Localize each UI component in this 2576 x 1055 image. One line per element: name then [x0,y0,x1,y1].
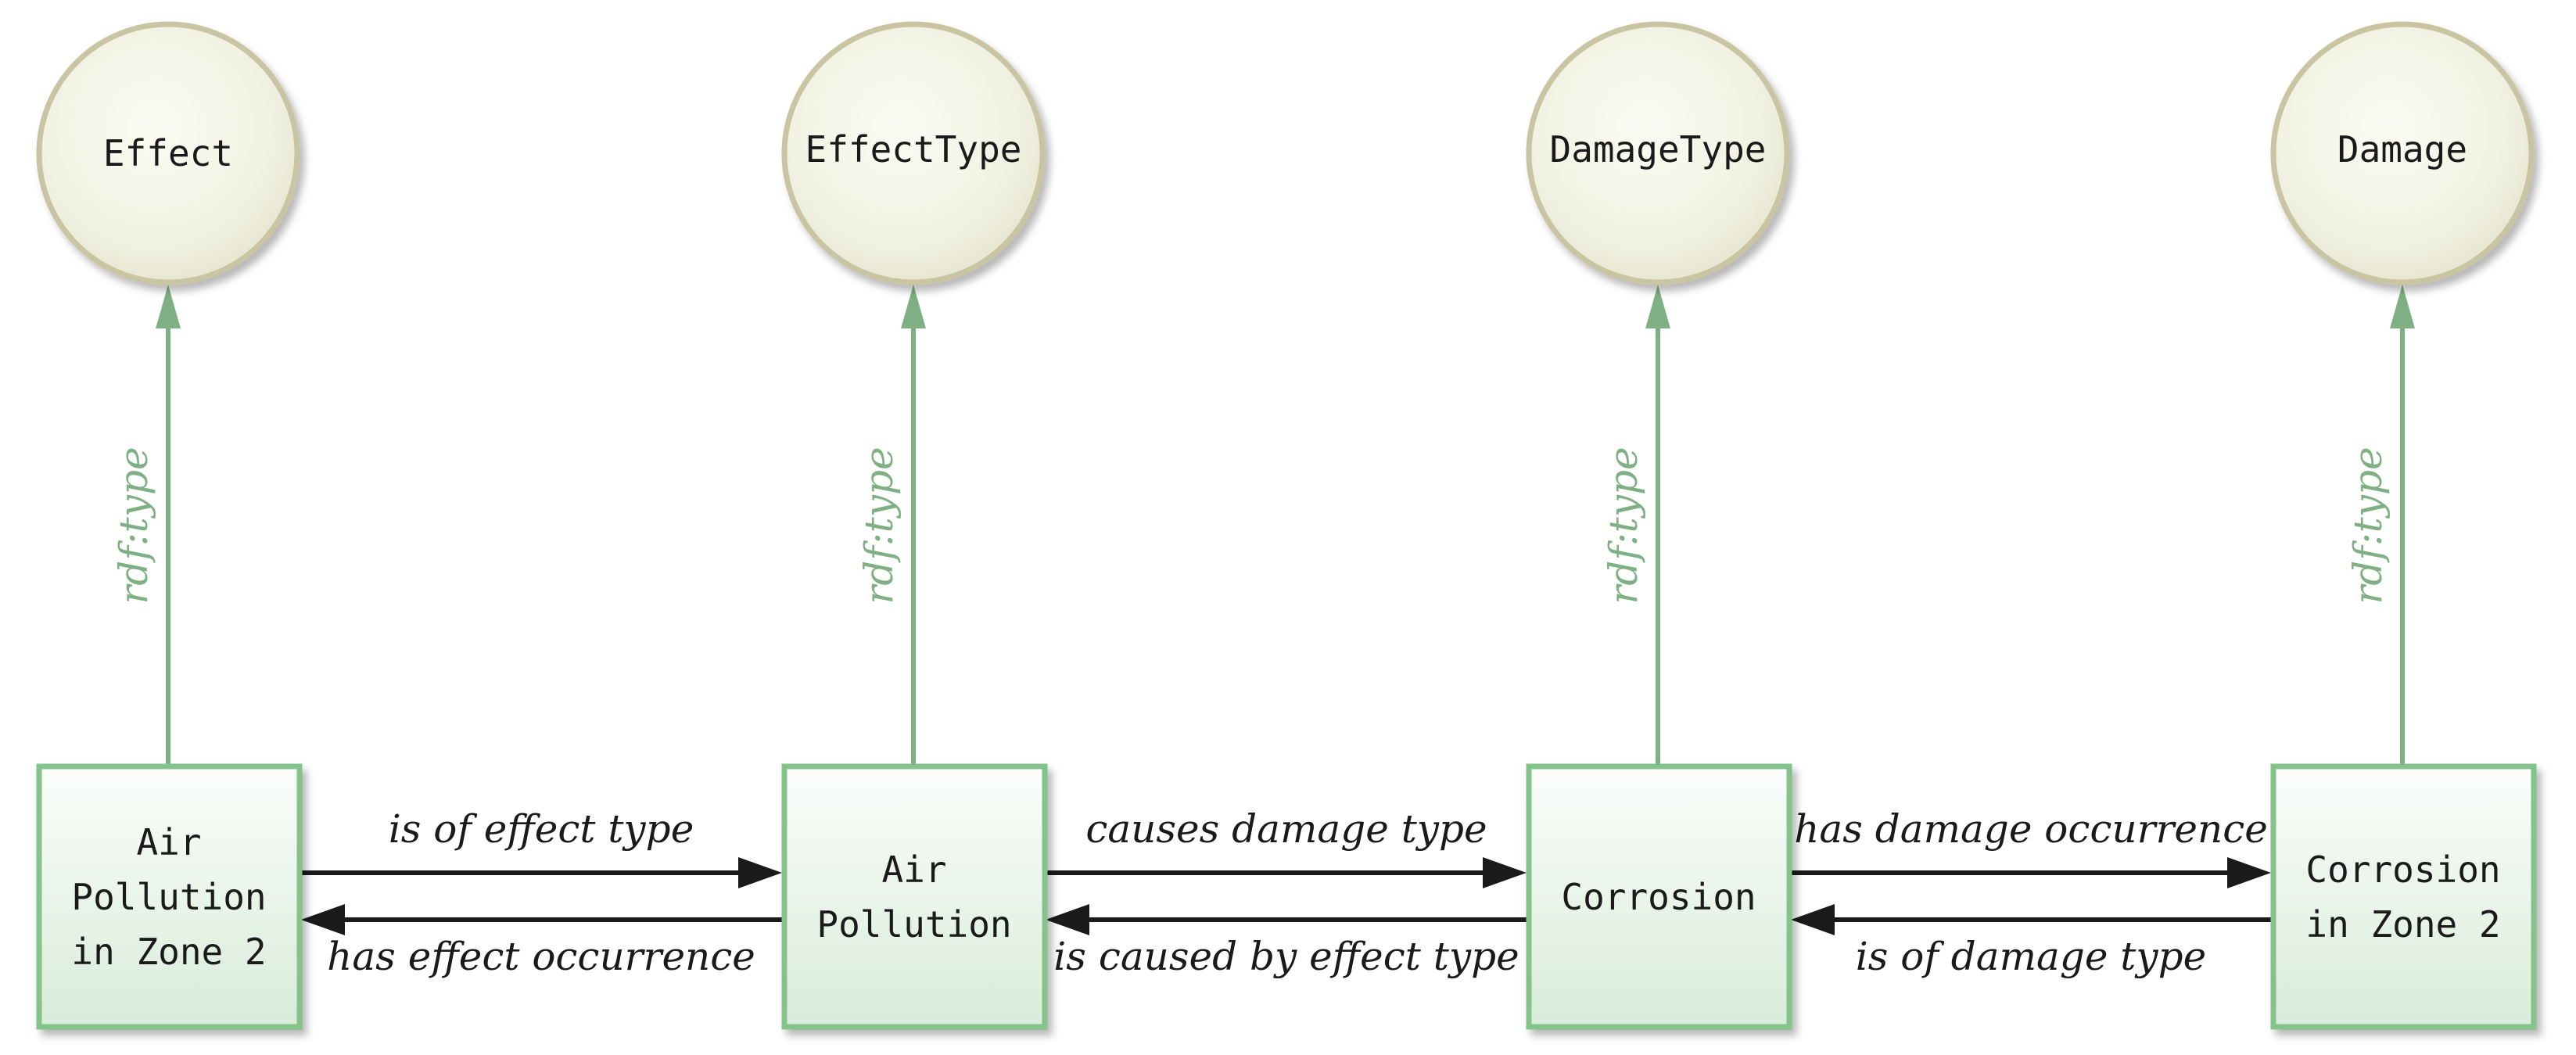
relation-forward-label: causes damage type [1085,806,1487,852]
relation-backward-1: has effect occurrence [301,904,784,979]
instance-label-line: Pollution [71,876,266,918]
type-edge-4: rdf:type [2345,285,2415,766]
relation-forward-label: is of effect type [389,806,694,852]
type-edge-label: rdf:type [1601,447,1646,604]
instance-label-line: Corrosion [2305,849,2500,891]
class-label: DamageType [1550,128,1767,170]
class-node-effecttype: EffectType [781,21,1046,285]
type-edge-label: rdf:type [111,447,156,604]
class-label: Effect [103,132,233,174]
instance-label-line: in Zone 2 [2305,903,2500,946]
relation-forward-1: is of effect type [301,806,782,888]
class-node-damage: Damage [2270,21,2535,285]
relation-edges: is of effect type has effect occurrence … [301,806,2273,979]
relation-backward-label: has effect occurrence [327,934,755,979]
relation-backward-label: is of damage type [1856,934,2207,979]
relation-forward-3: has damage occurrence [1791,806,2271,888]
type-edge-2: rdf:type [856,285,926,766]
class-nodes: Effect EffectType DamageType Damage [36,21,2535,285]
relation-forward-2: causes damage type [1046,806,1527,888]
instance-node-air-pollution: Air Pollution [781,763,1048,1030]
instance-label-line: Air [136,821,201,863]
class-node-damagetype: DamageType [1526,21,1790,285]
instance-nodes: Air Pollution in Zone 2 Air Pollution Co… [36,763,2537,1030]
instance-node-air-pollution-zone2: Air Pollution in Zone 2 [36,763,303,1030]
instance-node-corrosion-zone2: Corrosion in Zone 2 [2270,763,2537,1030]
instance-node-corrosion: Corrosion [1526,763,1792,1030]
instance-label-line: Pollution [816,903,1011,946]
type-edge-3: rdf:type [1601,285,1670,766]
type-edge-label: rdf:type [2345,447,2391,604]
type-edge-1: rdf:type [111,285,181,766]
relation-backward-2: is caused by effect type [1046,904,1529,979]
relation-backward-3: is of damage type [1791,904,2273,979]
class-label: EffectType [805,128,1022,170]
instance-label-line: Air [881,849,946,891]
instance-label-line: Corrosion [1561,876,1756,918]
class-label: Damage [2337,128,2467,170]
type-edge-label: rdf:type [856,447,902,604]
relation-backward-label: is caused by effect type [1053,934,1519,979]
instance-label-line: in Zone 2 [71,931,266,973]
relation-forward-label: has damage occurrence [1794,806,2268,852]
type-edges: rdf:type rdf:type rdf:type rdf:type [111,285,2415,766]
class-node-effect: Effect [36,21,300,285]
